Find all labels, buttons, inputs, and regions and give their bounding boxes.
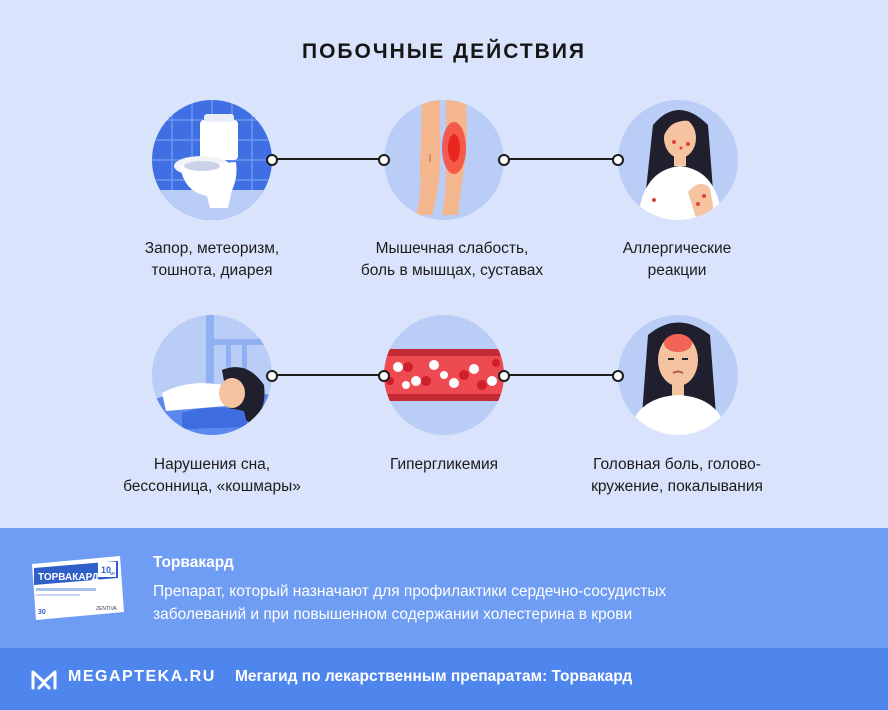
drug-name: Торвакард: [153, 554, 234, 571]
headache-woman-icon: [618, 315, 738, 435]
connector-dot: [378, 370, 390, 382]
effect-caption: Мышечная слабость,боль в мышцах, сустава…: [360, 240, 544, 279]
sleeping-woman-icon: [152, 315, 272, 435]
page-title: ПОБОЧНЫЕ ДЕЙСТВИЯ: [301, 40, 587, 63]
drug-info-band: ТОРВАКАРД 10 мг 30 ZENTIVA Торвакард Пре…: [0, 528, 888, 648]
drug-description: Препарат, который назначают для профилак…: [153, 583, 667, 623]
footer-band: MEGAPTEKA.RU Мегагид по лекарственным пр…: [0, 648, 888, 710]
pack-brand: ZENTIVA: [96, 606, 117, 612]
connector-dot: [266, 370, 278, 382]
connector-line: [274, 158, 382, 160]
connector-dot: [378, 154, 390, 166]
connector-line: [506, 158, 616, 160]
pack-count: 30: [38, 609, 46, 616]
allergy-woman-icon: [618, 100, 738, 220]
toilet-icon: [152, 100, 272, 220]
connector-dot: [612, 154, 624, 166]
drug-package-image: ТОРВАКАРД 10 мг 30 ZENTIVA: [32, 556, 124, 620]
side-effects-section: ПОБОЧНЫЕ ДЕЙСТВИЯ: [123, 40, 763, 495]
megapteka-logo-icon[interactable]: [30, 667, 58, 691]
legs-pain-icon: [384, 100, 504, 220]
pack-label: ТОРВАКАРД: [38, 572, 99, 583]
pack-unit: мг: [110, 571, 115, 577]
footer-title: Мегагид по лекарственным препаратам: Тор…: [235, 668, 633, 685]
connector-line: [506, 374, 616, 376]
effect-caption: Запор, метеоризм,тошнота, диарея: [144, 240, 280, 279]
effect-caption: Нарушения сна,бессонница, «кошмары»: [123, 456, 301, 495]
connector-dot: [498, 370, 510, 382]
effect-caption: Головная боль, голово-кружение, покалыва…: [591, 456, 763, 495]
pack-dose: 10: [101, 565, 111, 575]
megapteka-logo-text[interactable]: MEGAPTEKA.RU: [68, 668, 216, 685]
connector-dot: [266, 154, 278, 166]
connector-line: [274, 374, 382, 376]
effect-caption: Гипергликемия: [389, 456, 499, 473]
connector-dot: [612, 370, 624, 382]
connector-dot: [498, 154, 510, 166]
blood-vessel-icon: [384, 315, 504, 435]
